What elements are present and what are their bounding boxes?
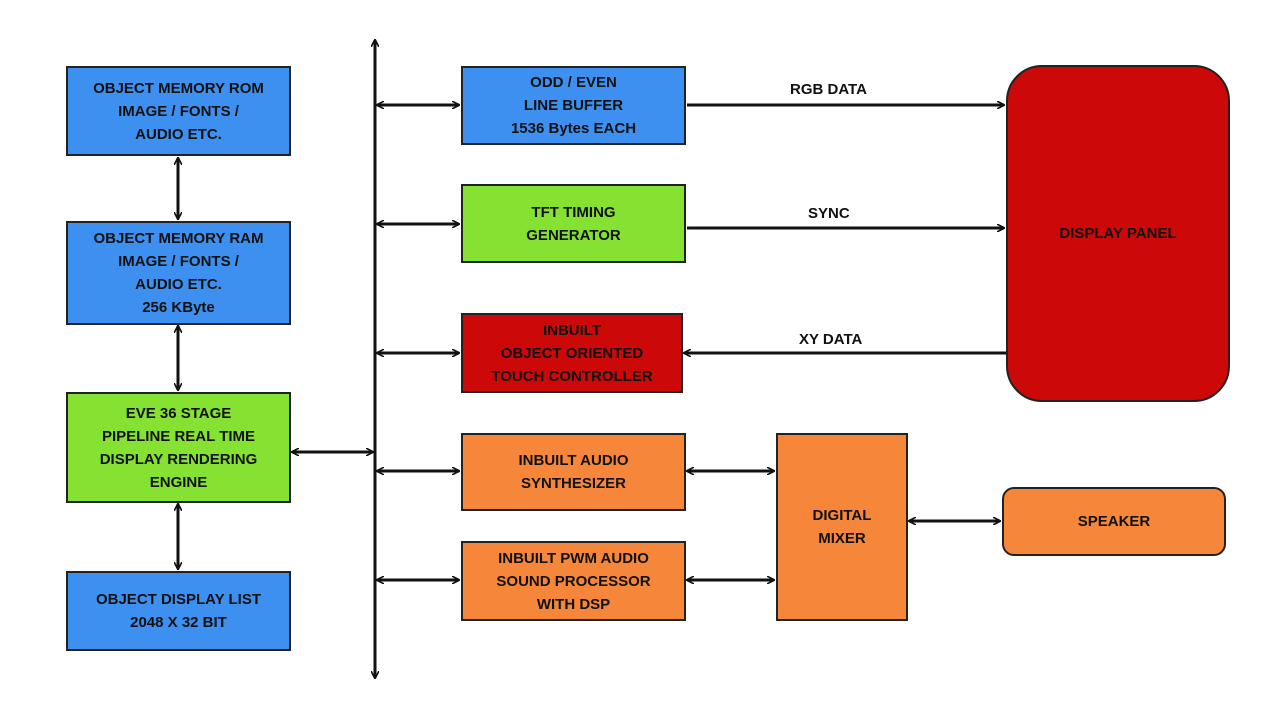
block-text: IMAGE / FONTS / [118,102,239,120]
speaker-block: SPEAKER [1002,487,1226,556]
audio-synthesizer-block: INBUILT AUDIO SYNTHESIZER [461,433,686,511]
tft-timing-generator-block: TFT TIMING GENERATOR [461,184,686,263]
block-text: SPEAKER [1077,513,1151,530]
block-text: INBUILT PWM AUDIO [498,549,649,567]
block-text: LINE BUFFER [523,97,624,114]
block-text: IMAGE / FONTS / [118,253,239,270]
block-text: DIGITAL [812,507,872,524]
block-text: AUDIO ETC. [135,125,222,143]
block-text: TFT TIMING [531,203,616,221]
sync-label: SYNC [808,205,850,222]
block-text: INBUILT [542,321,602,339]
block-text: MIXER [818,530,866,547]
block-text: 256 KByte [142,299,215,316]
block-text: WITH DSP [536,595,611,613]
rgb-data-label: RGB DATA [790,81,867,98]
digital-mixer-block: DIGITAL MIXER [776,433,908,621]
block-text: EVE 36 STAGE [125,404,232,422]
block-text: OBJECT MEMORY RAM [93,230,264,247]
block-text: ENGINE [149,473,208,491]
block-text: OBJECT MEMORY ROM [93,79,264,97]
display-panel-block: DISPLAY PANEL [1006,65,1230,402]
block-text: PIPELINE REAL TIME [101,427,256,445]
block-text: OBJECT DISPLAY LIST [95,591,262,608]
line-buffer-block: ODD / EVEN LINE BUFFER 1536 Bytes EACH [461,66,686,145]
block-text: SOUND PROCESSOR [496,572,651,590]
eve-rendering-engine-block: EVE 36 STAGE PIPELINE REAL TIME DISPLAY … [66,392,291,503]
pwm-audio-processor-block: INBUILT PWM AUDIO SOUND PROCESSOR WITH D… [461,541,686,621]
block-text: SYNTHESIZER [520,475,626,492]
block-text: DISPLAY PANEL [1059,225,1177,242]
block-text: 1536 Bytes EACH [510,120,637,137]
xy-data-label: XY DATA [799,331,863,348]
object-display-list-block: OBJECT DISPLAY LIST 2048 X 32 BIT [66,571,291,651]
block-text: 2048 X 32 BIT [130,614,227,631]
block-text: GENERATOR [526,226,621,244]
block-text: OBJECT ORIENTED [500,344,644,362]
block-text: INBUILT AUDIO [518,452,629,469]
block-text: ODD / EVEN [530,74,617,91]
block-text: TOUCH CONTROLLER [491,367,653,385]
block-text: AUDIO ETC. [135,276,222,293]
touch-controller-block: INBUILT OBJECT ORIENTED TOUCH CONTROLLER [461,313,683,393]
block-text: DISPLAY RENDERING [99,450,258,468]
object-memory-ram-block: OBJECT MEMORY RAM IMAGE / FONTS / AUDIO … [66,221,291,325]
object-memory-rom-block: OBJECT MEMORY ROM IMAGE / FONTS / AUDIO … [66,66,291,156]
